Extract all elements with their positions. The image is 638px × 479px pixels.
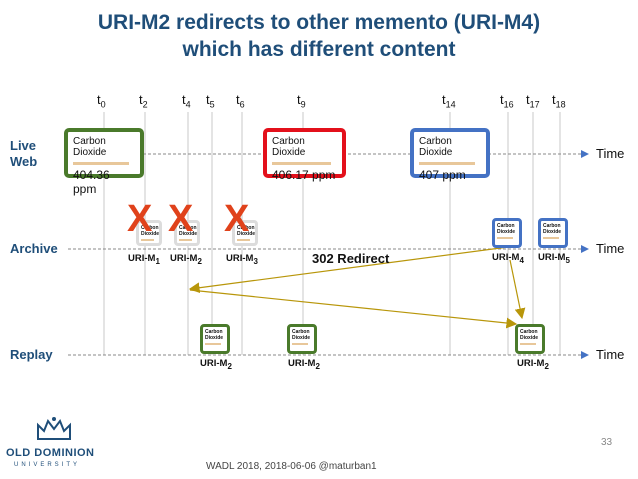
archive-label-m5: URI-M5 xyxy=(538,252,570,265)
time-label-replay: Time xyxy=(596,347,624,362)
logo-subtitle: UNIVERSITY xyxy=(14,462,80,468)
time-tick: t6 xyxy=(236,92,245,110)
row-label-replay: Replay xyxy=(10,347,53,362)
archive-label-m2: URI-M2 xyxy=(170,253,202,266)
time-tick: t9 xyxy=(297,92,306,110)
replay-label: URI-M2 xyxy=(200,358,232,371)
university-crown-logo xyxy=(34,415,74,443)
time-tick: t5 xyxy=(206,92,215,110)
footer-text: WADL 2018, 2018-06-06 @maturban1 xyxy=(206,461,377,472)
archive-label-m1: URI-M1 xyxy=(128,253,160,266)
replay-label: URI-M2 xyxy=(517,358,549,371)
time-tick: t17 xyxy=(526,92,540,110)
time-tick: t14 xyxy=(442,92,456,110)
page-number: 33 xyxy=(601,437,612,448)
redirect-arrow-return xyxy=(190,290,516,324)
live-card-t0: Carbon Dioxide 404.36 ppm xyxy=(64,128,144,178)
live-card-value: 404.36 ppm xyxy=(73,168,135,196)
time-tick: t4 xyxy=(182,92,191,110)
row-label-live-line1: Live xyxy=(10,138,37,154)
live-card-value: 407 ppm xyxy=(419,168,481,182)
row-label-archive: Archive xyxy=(10,241,58,256)
archive-thumb-m4: Carbon Dioxide xyxy=(492,218,522,248)
time-tick: t16 xyxy=(500,92,514,110)
time-label-archive: Time xyxy=(596,241,624,256)
row-label-live: Live Web xyxy=(10,138,37,170)
time-tick: t2 xyxy=(139,92,148,110)
live-card-heading: Carbon Dioxide xyxy=(73,136,135,158)
replay-thumb-1: Carbon Dioxide xyxy=(200,324,230,354)
redirect-label: 302 Redirect xyxy=(312,251,389,266)
time-tick: t0 xyxy=(97,92,106,110)
archive-to-replay-arrow xyxy=(510,260,522,318)
replay-label: URI-M2 xyxy=(288,358,320,371)
live-card-heading: Carbon Dioxide xyxy=(419,136,481,158)
live-card-t14: Carbon Dioxide 407 ppm xyxy=(410,128,490,178)
missing-x-mark: X xyxy=(168,200,193,238)
archive-label-m4: URI-M4 xyxy=(492,252,524,265)
live-card-t9: Carbon Dioxide 406.17 ppm xyxy=(263,128,346,178)
replay-thumb-2: Carbon Dioxide xyxy=(287,324,317,354)
archive-label-m3: URI-M3 xyxy=(226,253,258,266)
missing-x-mark: X xyxy=(224,200,249,238)
missing-x-mark: X xyxy=(127,200,152,238)
time-tick: t18 xyxy=(552,92,566,110)
live-card-heading: Carbon Dioxide xyxy=(272,136,337,158)
live-card-value: 406.17 ppm xyxy=(272,168,337,182)
logo-name: OLD DOMINION xyxy=(6,447,95,459)
time-label-live: Time xyxy=(596,146,624,161)
row-label-live-line2: Web xyxy=(10,154,37,170)
archive-thumb-m5: Carbon Dioxide xyxy=(538,218,568,248)
replay-thumb-3: Carbon Dioxide xyxy=(515,324,545,354)
